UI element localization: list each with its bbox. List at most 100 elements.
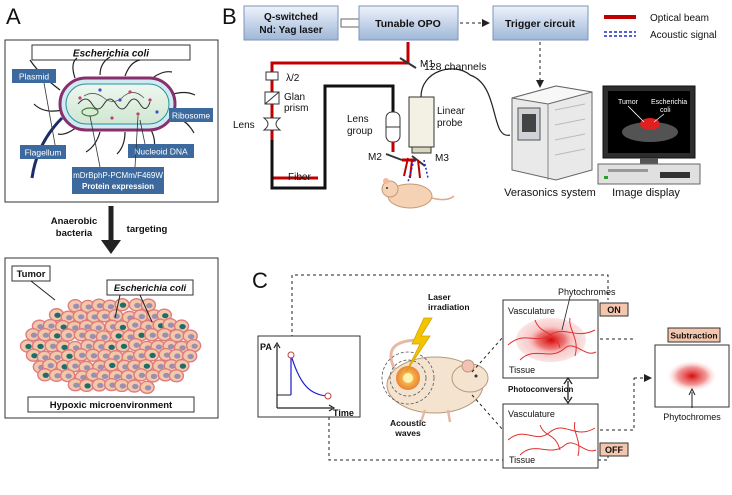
targeting-arrow-head bbox=[101, 240, 121, 254]
anaerobic-label-line1: Anaerobic bbox=[51, 216, 97, 227]
tumor-cell-nucleus bbox=[90, 353, 98, 359]
legend-acoustic-label: Acoustic signal bbox=[650, 30, 717, 41]
tumor-cell-nucleus bbox=[72, 363, 79, 369]
tumor-cell-nucleus bbox=[163, 352, 171, 358]
glan-prism-diagonal bbox=[264, 91, 280, 105]
mirror-m2 bbox=[385, 153, 403, 161]
on-tissue-label: Tissue bbox=[509, 365, 535, 375]
on-label: ON bbox=[607, 305, 621, 315]
tumor-cell-nucleus bbox=[31, 353, 38, 359]
photoconversion-label: Photoconversion bbox=[508, 385, 573, 394]
laser-bolt-icon bbox=[405, 317, 433, 373]
tumor-cell-nucleus bbox=[66, 353, 73, 359]
tumor-cell-nucleus bbox=[25, 343, 32, 350]
tumor-cell-nucleus bbox=[149, 352, 156, 358]
tumor-label: Tumor bbox=[17, 269, 46, 280]
tumor-cell-nucleus bbox=[85, 304, 93, 310]
lens-label: Lens bbox=[233, 120, 255, 131]
off-label: OFF bbox=[605, 445, 623, 455]
plasmid-pointer bbox=[43, 82, 57, 151]
on-vasculature-label: Vasculature bbox=[508, 306, 555, 316]
linear-probe bbox=[408, 96, 435, 148]
tumor-cell-nucleus bbox=[155, 344, 163, 350]
panel-b-label: B bbox=[222, 4, 237, 29]
verasonics-label: Verasonics system bbox=[504, 187, 596, 199]
tumor-cell-nucleus bbox=[125, 374, 133, 380]
tumor-cell-nucleus bbox=[95, 325, 102, 331]
tumor-cell-nucleus bbox=[48, 323, 55, 329]
tumor-cell-nucleus bbox=[127, 334, 134, 340]
phytochromes-result-label: Phytochromes bbox=[663, 412, 721, 422]
tumor-cell-nucleus bbox=[85, 343, 93, 349]
opo-box bbox=[358, 5, 459, 41]
tumor-cell-nucleus bbox=[91, 314, 98, 320]
tumor-cell-nucleus bbox=[146, 302, 153, 309]
tumor-cell-nucleus bbox=[109, 362, 116, 368]
tumor-cell-nucleus bbox=[162, 332, 169, 338]
subtraction-badge bbox=[667, 327, 721, 343]
protein-label-box bbox=[72, 167, 164, 194]
ecoli-tumor-label: Escherichia coli bbox=[114, 283, 187, 294]
tumor-cell-nucleus bbox=[53, 333, 61, 339]
tumor-cell-nucleus bbox=[179, 324, 186, 330]
pa-point-start bbox=[287, 351, 295, 359]
m1-label: M1 bbox=[420, 59, 434, 70]
protein-label-line1: mDrBphP-PCMm/F469W bbox=[73, 171, 163, 180]
ecoli-title-box bbox=[31, 44, 191, 61]
tumor-cell-nucleus bbox=[37, 343, 44, 349]
tumor-cell-nucleus bbox=[167, 322, 175, 328]
tumor-cell-nucleus bbox=[119, 383, 127, 389]
tumor-cell-nucleus bbox=[113, 354, 120, 360]
screen-tumor-label: Tumor bbox=[618, 99, 639, 106]
phytochromes-top-label: Phytochromes bbox=[558, 287, 616, 297]
zoom-line-top bbox=[471, 336, 504, 373]
tumor-cell-nucleus bbox=[167, 343, 175, 350]
plasmid-label-box bbox=[12, 69, 56, 83]
ribosome-label-box bbox=[169, 108, 213, 122]
zoom-line-bottom bbox=[471, 394, 504, 431]
probe-cable bbox=[420, 68, 471, 98]
pa-axis-y-arrow bbox=[273, 341, 281, 349]
tumor-cell-nucleus bbox=[143, 363, 151, 369]
tumor-cell-nucleus bbox=[96, 303, 104, 309]
tumor-cell-nucleus bbox=[120, 343, 128, 349]
photoconversion-arrow-up bbox=[563, 376, 573, 385]
tumor-cell-nucleus bbox=[179, 363, 187, 369]
subtraction-label: Subtraction bbox=[670, 331, 717, 341]
protein-pointer-2 bbox=[134, 115, 139, 168]
tumor-cell-nucleus bbox=[119, 324, 127, 330]
on-vasculature bbox=[507, 317, 597, 361]
tumor-cell-nucleus bbox=[102, 353, 110, 359]
lens-group-label-line2: group bbox=[347, 126, 373, 137]
glan-label-line2: prism bbox=[284, 103, 308, 114]
tumor-cell-nucleus bbox=[157, 363, 164, 370]
probe-label-line1: Linear bbox=[437, 106, 465, 117]
ecoli-pointer-1 bbox=[114, 294, 121, 319]
tumor-cell-nucleus bbox=[191, 343, 198, 349]
linear-probe-tip bbox=[411, 146, 432, 154]
tumor-cell-nucleus bbox=[109, 382, 116, 388]
tumor-cell-nucleus bbox=[61, 344, 68, 350]
tumor-pointer bbox=[30, 280, 56, 301]
legend-optical-label: Optical beam bbox=[650, 13, 709, 24]
m2-label: M2 bbox=[368, 152, 382, 163]
tumor-cell-nucleus bbox=[132, 322, 139, 328]
tumor-cell-nucleus bbox=[138, 372, 146, 378]
tumor-cell-nucleus bbox=[42, 372, 50, 378]
screen-ecoli-pointer bbox=[653, 113, 665, 123]
tumor-cell-nucleus bbox=[79, 332, 86, 338]
tumor-cell-nucleus bbox=[134, 302, 141, 308]
laser-irradiation-label-line1: Laser bbox=[428, 292, 451, 302]
tumor-cell-nucleus bbox=[84, 383, 91, 389]
tumor-cell-nucleus bbox=[72, 325, 79, 331]
mirror-m1 bbox=[399, 57, 417, 69]
glan-label-line1: Glan bbox=[284, 92, 305, 103]
flagellum-label: Flagellum bbox=[25, 148, 62, 158]
channels-label: 128 channels bbox=[424, 61, 486, 73]
tumor-cell-nucleus bbox=[101, 373, 109, 380]
tumor-cell-nucleus bbox=[60, 324, 67, 330]
pa-axis-label: PA bbox=[260, 342, 272, 352]
tumor-cell-nucleus bbox=[107, 304, 115, 310]
tumor-cell-nucleus bbox=[174, 353, 181, 359]
